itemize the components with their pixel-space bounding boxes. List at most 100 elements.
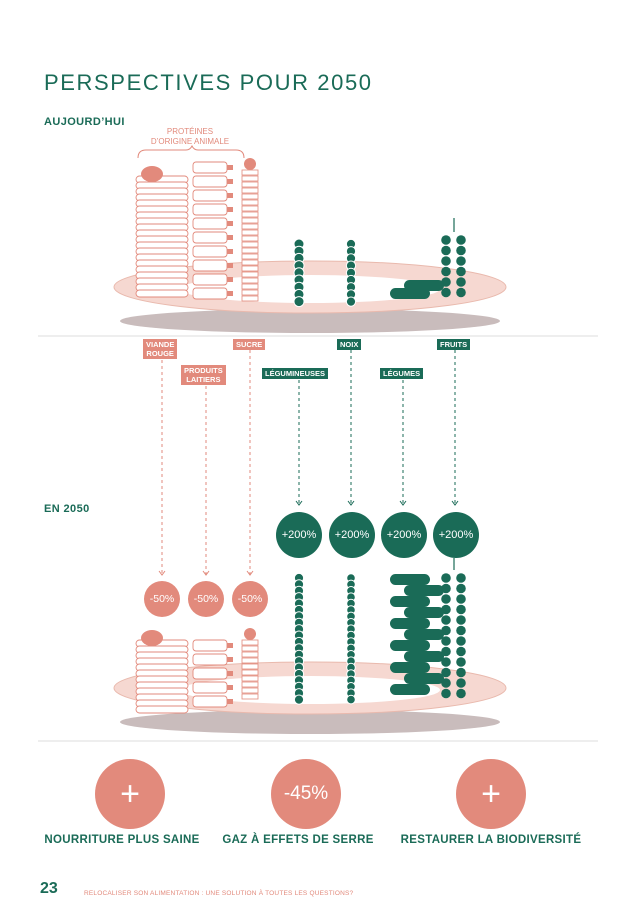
dairy-today-bottle bbox=[192, 231, 228, 244]
fruit-today-right bbox=[456, 245, 466, 256]
sugar-today-cube bbox=[241, 289, 259, 296]
sugar-2050-top bbox=[244, 628, 256, 640]
dairy-today-bottle bbox=[192, 217, 228, 230]
outcome-ghg-label: GAZ À EFFETS DE SERRE bbox=[222, 834, 374, 846]
fruit-2050-right bbox=[456, 636, 466, 646]
change-vegetables: +200% bbox=[386, 529, 422, 541]
sugar-today-cube bbox=[241, 265, 259, 272]
nut-2050 bbox=[346, 694, 356, 705]
sugar-today-cube bbox=[241, 205, 259, 212]
sugar-today-cube bbox=[241, 211, 259, 218]
dairy-today-bottle bbox=[192, 203, 228, 216]
vegetable-2050 bbox=[404, 629, 444, 640]
decrease-circle bbox=[232, 581, 268, 617]
page-title: PERSPECTIVES POUR 2050 bbox=[44, 70, 373, 95]
fruit-2050-left bbox=[441, 594, 451, 604]
dairy-2050-bottle bbox=[192, 681, 228, 694]
sugar-2050-cube bbox=[241, 687, 259, 694]
sugar-today-cube bbox=[241, 175, 259, 182]
dairy-2050-bottle bbox=[192, 667, 228, 680]
arrow-red-meat-head bbox=[158, 570, 166, 576]
decrease-circle bbox=[188, 581, 224, 617]
fruit-2050-left bbox=[441, 688, 451, 699]
outcome-circle bbox=[271, 759, 341, 829]
tag-fruits: FRUITS bbox=[437, 339, 471, 350]
vegetable-2050 bbox=[404, 673, 444, 684]
meat-2050-meat-icon bbox=[141, 630, 163, 646]
change-red-meat: -50% bbox=[149, 593, 175, 605]
meat-today-meat-icon bbox=[141, 166, 163, 182]
change-nuts: +200% bbox=[334, 529, 370, 541]
arrow-vegetables-head bbox=[399, 500, 407, 506]
section-2050-label: EN 2050 bbox=[44, 503, 90, 515]
tag-sugar: SUCRE bbox=[233, 339, 266, 350]
tag-legumes: LÉGUMINEUSES bbox=[262, 368, 329, 379]
fruit-2050-right bbox=[456, 646, 466, 657]
section-today-label: AUJOURD’HUI bbox=[44, 116, 125, 128]
sugar-today-cube bbox=[241, 235, 259, 242]
fruit-today-right bbox=[456, 287, 466, 298]
fruit-today-left bbox=[441, 245, 451, 256]
fruit-today-right bbox=[456, 266, 466, 277]
plate-2050-shadow bbox=[120, 710, 500, 734]
arrow-dairy-head bbox=[202, 570, 210, 576]
sugar-today-cube bbox=[241, 169, 259, 176]
sugar-today-cube bbox=[241, 271, 259, 278]
dairy-2050-bottle-cap bbox=[227, 671, 233, 676]
tag-vegetables: LÉGUMES bbox=[380, 368, 424, 379]
sugar-2050-cube bbox=[241, 657, 259, 664]
dairy-today-bottle-cap bbox=[227, 193, 233, 198]
tag-dairy: PRODUITS LAITIERS bbox=[181, 365, 226, 385]
sugar-today-cube bbox=[241, 181, 259, 188]
fruit-2050-right bbox=[456, 604, 466, 615]
sugar-today-cube bbox=[241, 283, 259, 290]
fruit-2050-right bbox=[456, 625, 466, 636]
sugar-today-cube bbox=[241, 277, 259, 284]
dairy-2050-bottle bbox=[192, 653, 228, 666]
dairy-2050-bottle-cap bbox=[227, 657, 233, 662]
dairy-today-bottle-cap bbox=[227, 277, 233, 282]
change-fruits: +200% bbox=[438, 529, 474, 541]
dairy-2050-bottle bbox=[192, 639, 228, 652]
dairy-today-bottle-cap bbox=[227, 179, 233, 184]
fruit-2050-left bbox=[441, 636, 451, 646]
dairy-today-bottle bbox=[192, 161, 228, 174]
meat-today-slice bbox=[135, 289, 189, 298]
dairy-today-bottle-cap bbox=[227, 263, 233, 268]
increase-circle bbox=[381, 512, 427, 558]
outcome-circle bbox=[95, 759, 165, 829]
sugar-today-top bbox=[244, 158, 256, 170]
legume-bean-2050 bbox=[293, 694, 305, 705]
fruit-2050-left bbox=[441, 646, 451, 657]
sugar-2050-cube bbox=[241, 669, 259, 676]
outcome-circle bbox=[456, 759, 526, 829]
tag-nuts: NOIX bbox=[337, 339, 362, 350]
sugar-today-cube bbox=[241, 247, 259, 254]
plate-today-shadow bbox=[120, 309, 500, 333]
vegetable-today bbox=[404, 280, 444, 291]
outcome-biodiversity-label: RESTAURER LA BIODIVERSITÉ bbox=[400, 834, 582, 846]
dairy-today-bottle-cap bbox=[227, 221, 233, 226]
fruit-2050-left bbox=[441, 573, 451, 583]
dairy-today-bottle bbox=[192, 175, 228, 188]
sugar-today-cube bbox=[241, 199, 259, 206]
dairy-today-bottle bbox=[192, 287, 228, 300]
vegetable-2050 bbox=[390, 684, 430, 695]
change-legumes: +200% bbox=[281, 529, 317, 541]
fruit-2050-left bbox=[441, 657, 451, 667]
sugar-today-cube bbox=[241, 217, 259, 224]
sugar-today-cube bbox=[241, 253, 259, 260]
sugar-today-cube bbox=[241, 187, 259, 194]
arrow-sugar-head bbox=[246, 570, 254, 576]
dairy-today-bottle-cap bbox=[227, 235, 233, 240]
page-number: 23 bbox=[40, 880, 58, 897]
fruit-today-left bbox=[441, 235, 451, 245]
protein-bracket bbox=[137, 144, 245, 159]
fruit-2050-right bbox=[456, 583, 466, 594]
fruit-2050-right bbox=[456, 657, 466, 667]
outcome-biodiversity-symbol: + bbox=[481, 774, 501, 813]
vegetable-2050 bbox=[404, 607, 444, 618]
increase-circle bbox=[276, 512, 322, 558]
dairy-today-bottle-cap bbox=[227, 207, 233, 212]
